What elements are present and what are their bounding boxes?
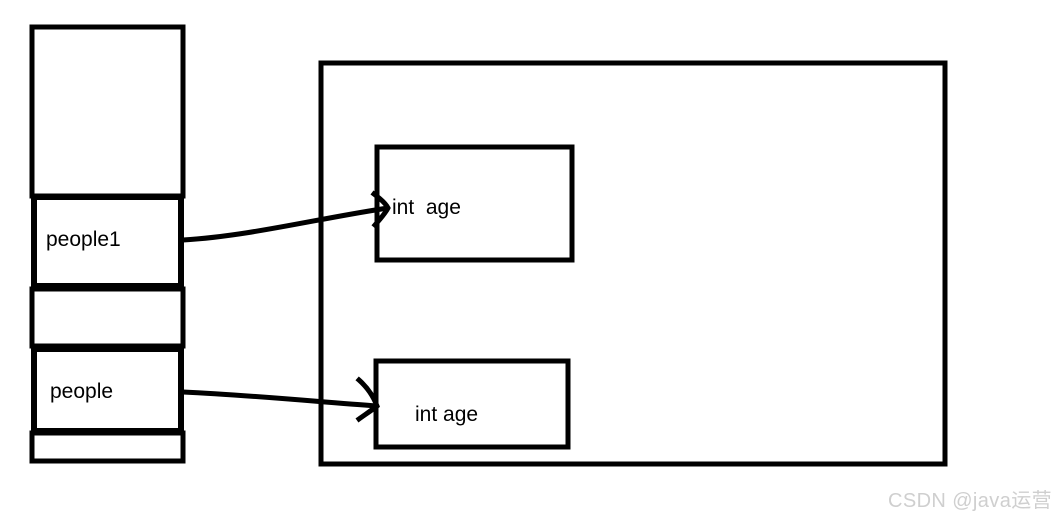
- stack-column: [29, 24, 186, 464]
- stack-cell-empty-top: [29, 24, 186, 199]
- arrow-people-to-object-bottom: [182, 376, 380, 423]
- stack-cell-people-label: people: [50, 380, 114, 403]
- object-box-bottom-field-label: int age: [415, 403, 479, 426]
- arrow-shaft: [182, 205, 389, 243]
- arrow-head: [355, 376, 380, 423]
- stack-cell-empty-bottom: [29, 430, 186, 464]
- stack-cell-people1[interactable]: [31, 194, 184, 289]
- arrow-people1-to-object-top: [182, 190, 391, 243]
- arrow-head: [370, 190, 391, 229]
- arrow-shaft: [182, 389, 378, 409]
- stack-cell-empty-middle: [29, 286, 186, 349]
- object-box-top[interactable]: [374, 144, 575, 263]
- csdn-watermark: CSDN @java运营: [888, 490, 1053, 512]
- stack-cell-people1-label: people1: [46, 228, 121, 251]
- object-box-top-field-label: int age: [392, 196, 461, 219]
- stack-cell-people[interactable]: [31, 346, 184, 434]
